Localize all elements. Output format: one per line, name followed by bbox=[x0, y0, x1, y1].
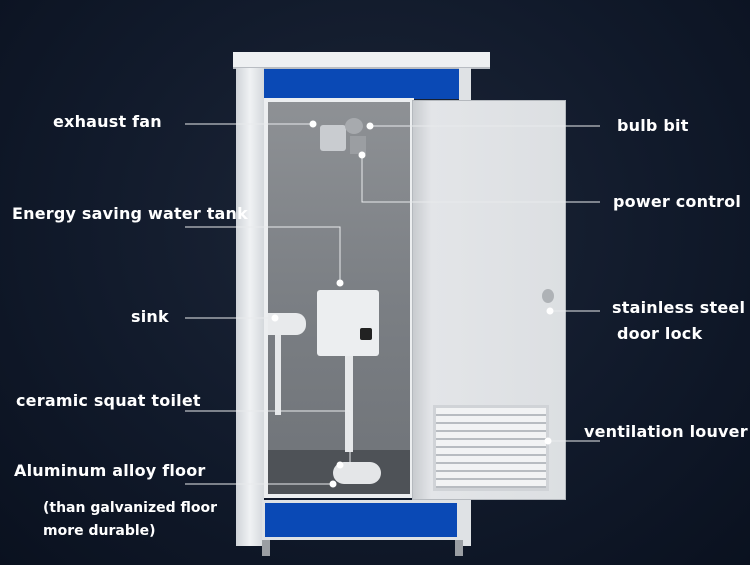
callout-dot-floor bbox=[329, 480, 337, 488]
right-leg bbox=[455, 540, 463, 556]
flush-pipe bbox=[345, 356, 353, 452]
sink-pipe bbox=[275, 335, 281, 415]
label-bulb-bit: bulb bit bbox=[617, 116, 689, 135]
callout-dot-louver bbox=[544, 437, 552, 445]
callout-dot-water-tank bbox=[336, 279, 344, 287]
callout-dot-door-lock bbox=[546, 307, 554, 315]
callout-dot-sink bbox=[271, 314, 279, 322]
exhaust-fan bbox=[320, 125, 346, 151]
label-squat-toilet: ceramic squat toilet bbox=[16, 391, 201, 410]
label-power-control: power control bbox=[613, 192, 742, 211]
callout-dot-power-control bbox=[358, 151, 366, 159]
label-exhaust-fan: exhaust fan bbox=[53, 112, 162, 131]
label-floor: Aluminum alloy floor bbox=[14, 461, 206, 480]
label-floor-note-1: (than galvanized floor bbox=[43, 500, 218, 516]
bulb bbox=[345, 118, 363, 134]
label-floor-note-2: more durable) bbox=[43, 523, 156, 539]
label-door-lock-1: stainless steel bbox=[612, 298, 746, 317]
flush-button bbox=[360, 328, 372, 340]
water-tank bbox=[317, 290, 379, 356]
left-leg bbox=[262, 540, 270, 556]
label-water-tank: Energy saving water tank bbox=[12, 204, 248, 223]
callout-dot-squat-toilet bbox=[336, 461, 344, 469]
bottom-blue-panel bbox=[262, 500, 460, 540]
callout-dot-bulb-bit bbox=[366, 122, 374, 130]
roof bbox=[233, 52, 490, 69]
squat-toilet bbox=[333, 462, 381, 484]
label-door-lock-2: door lock bbox=[617, 324, 703, 343]
left-post bbox=[236, 68, 264, 546]
label-ventilation-louver: ventilation louver bbox=[584, 422, 748, 441]
ventilation-louver bbox=[433, 405, 549, 491]
callout-line-water-tank bbox=[185, 226, 341, 283]
callout-line-power-control bbox=[361, 155, 600, 203]
power-control-box bbox=[350, 136, 366, 154]
label-sink: sink bbox=[131, 307, 169, 326]
callout-line-squat-toilet bbox=[185, 410, 351, 465]
callout-dot-exhaust-fan bbox=[309, 120, 317, 128]
door-lock[interactable] bbox=[542, 289, 554, 303]
top-blue-panel bbox=[262, 69, 462, 99]
